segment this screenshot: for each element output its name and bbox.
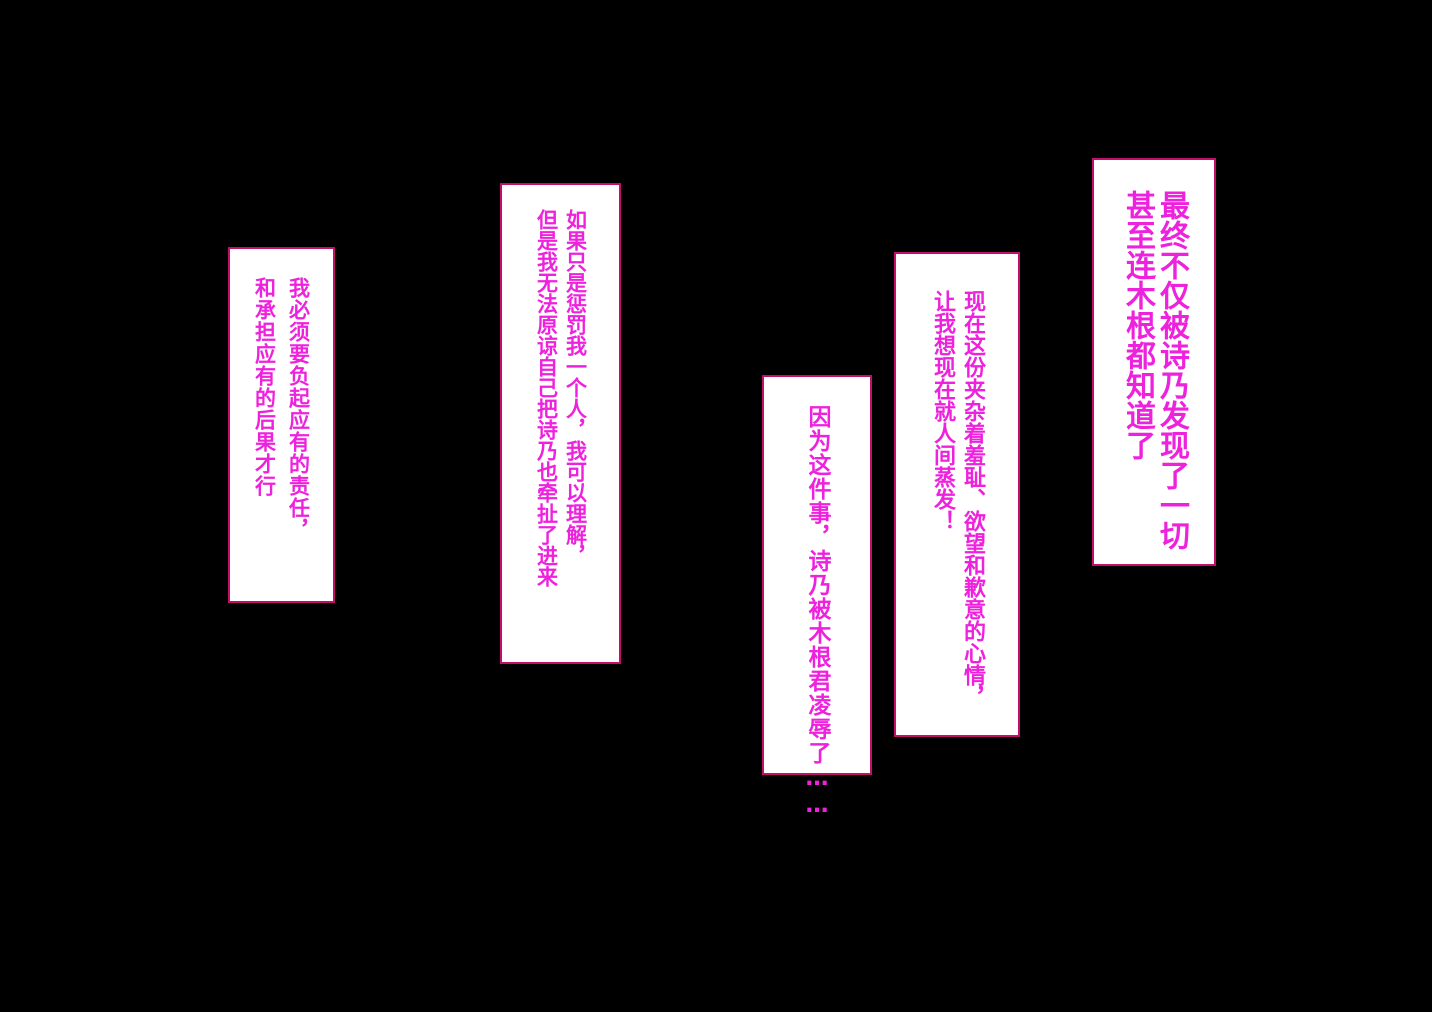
- caption-1-line-2: 和承担应有的后果才行: [252, 277, 277, 497]
- caption-4-line-2: 让我想现在就人间蒸发！: [930, 290, 955, 532]
- caption-box-5: 最终不仅被诗乃发现了一切 甚至连木根都知道了: [1092, 158, 1216, 566]
- caption-1-line-1: 我必须要负起应有的责任，: [286, 277, 311, 541]
- caption-5-line-1: 最终不仅被诗乃发现了一切: [1154, 190, 1189, 550]
- caption-3-line-1: 因为这件事，诗乃被木根君凌辱了……: [804, 405, 830, 819]
- caption-box-4: 现在这份夹杂着羞耻、欲望和歉意的心情， 让我想现在就人间蒸发！: [894, 252, 1020, 737]
- caption-2-line-2: 但是我无法原谅自己把诗乃也牵扯了进来: [534, 209, 559, 587]
- caption-5-line-2: 甚至连木根都知道了: [1120, 190, 1155, 460]
- caption-4-line-1: 现在这份夹杂着羞耻、欲望和歉意的心情，: [960, 290, 985, 708]
- caption-box-2: 如果只是惩罚我一个人，我可以理解， 但是我无法原谅自己把诗乃也牵扯了进来: [500, 183, 621, 664]
- caption-box-1: 我必须要负起应有的责任， 和承担应有的后果才行: [228, 247, 335, 603]
- caption-2-line-1: 如果只是惩罚我一个人，我可以理解，: [563, 209, 588, 566]
- caption-box-3: 因为这件事，诗乃被木根君凌辱了……: [762, 375, 872, 819]
